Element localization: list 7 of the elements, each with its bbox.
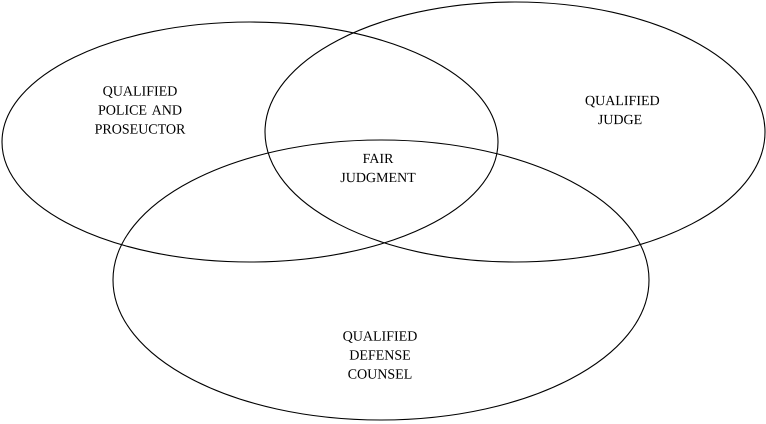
- ellipse: [112, 139, 650, 421]
- ellipse-label: QUALIFIED POLICE AND PROSEUCTOR: [95, 86, 186, 134]
- ellipse: [1, 21, 499, 263]
- ellipse-label: QUALIFIED DEFENSE COUNSEL: [343, 331, 417, 379]
- ellipse-label: QUALIFIED JUDGE: [586, 96, 660, 124]
- ellipse: [264, 1, 766, 263]
- overlap-label: FAIR JUDGMENT: [340, 154, 416, 182]
